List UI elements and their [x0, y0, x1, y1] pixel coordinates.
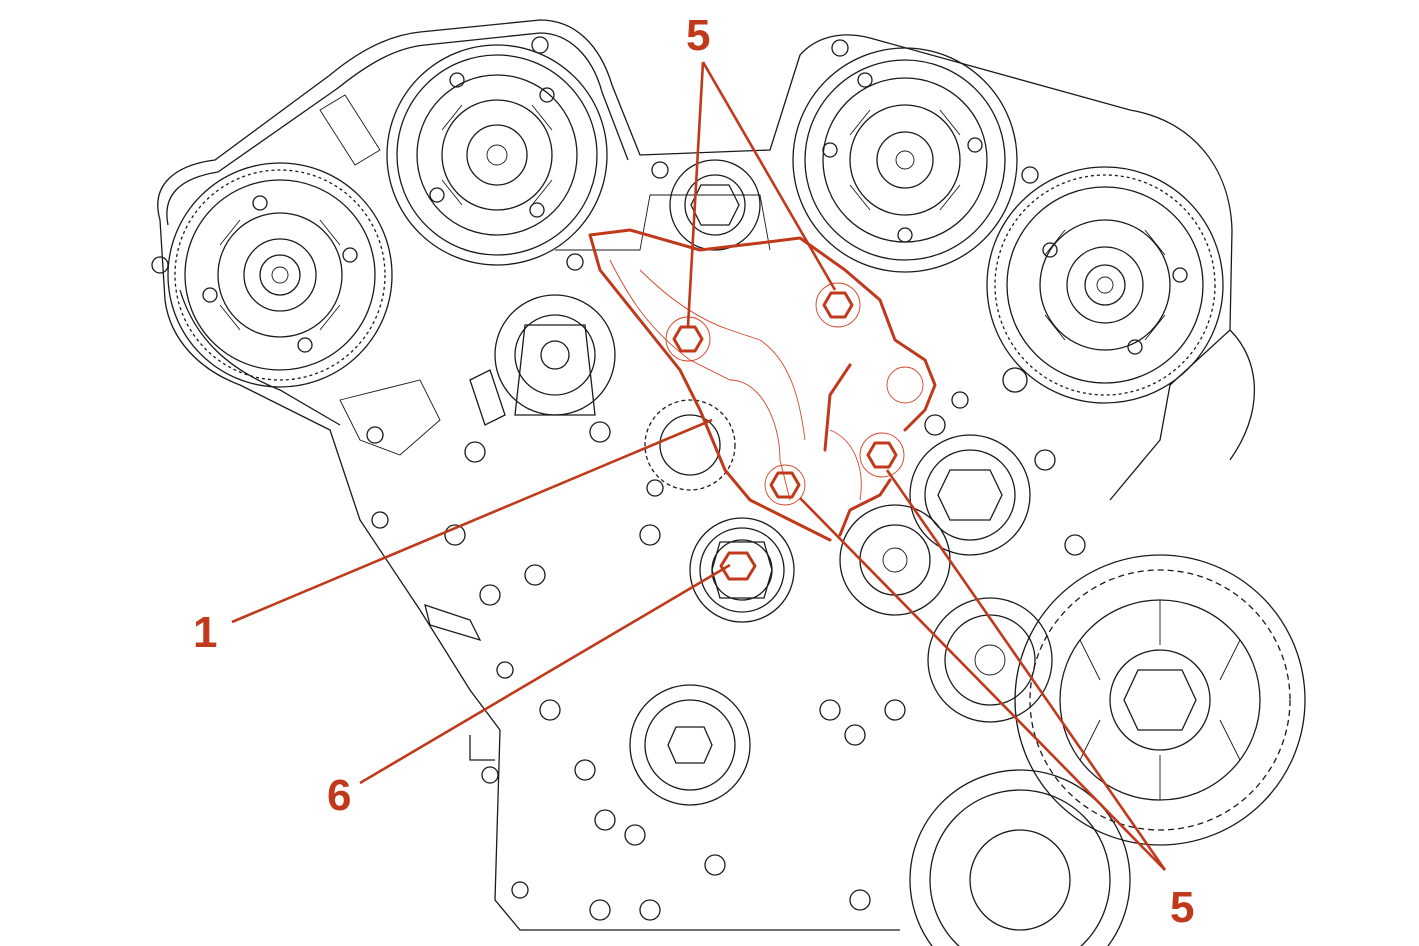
leader-5-bottom-right [885, 469, 1167, 871]
belt-tensioner [494, 294, 616, 416]
right-idler-pulley [909, 434, 1031, 556]
cover-bolt-4 [769, 471, 801, 499]
timing-cover-outline [588, 228, 937, 542]
cam-position-sensor [424, 369, 506, 642]
cover-bolt-3 [866, 441, 898, 469]
crankshaft-damper [909, 769, 1131, 946]
leader-5-top-right [701, 61, 837, 291]
leader-1 [231, 418, 713, 624]
housing-bolts [151, 36, 1086, 921]
callout-5-top: 5 [686, 11, 710, 60]
leader-6 [359, 563, 731, 785]
lower-tensioner-pulley [927, 597, 1053, 723]
alternator [1014, 554, 1306, 846]
left-intake-sprocket [386, 44, 608, 266]
cover-bolt-1 [672, 325, 704, 353]
crankshaft-bolt [719, 551, 757, 581]
right-exhaust-sprocket [986, 166, 1224, 404]
callout-6: 6 [327, 771, 351, 820]
leader-5-top-left [686, 61, 705, 327]
callout-5-bottom: 5 [1170, 883, 1194, 932]
oil-pump-hub [629, 684, 751, 806]
cover-bolt-2 [822, 291, 854, 319]
callout-1: 1 [193, 608, 217, 657]
crankshaft-sprocket [689, 517, 795, 623]
leader-5-bottom-left [799, 497, 1166, 871]
intermediate-gear [644, 399, 736, 491]
engine-block-outline [157, 19, 1256, 931]
left-exhaust-sprocket [167, 162, 393, 388]
callout-leaders [231, 61, 1167, 871]
centre-idler-pulley [669, 159, 761, 251]
right-intake-sprocket [792, 47, 1018, 273]
